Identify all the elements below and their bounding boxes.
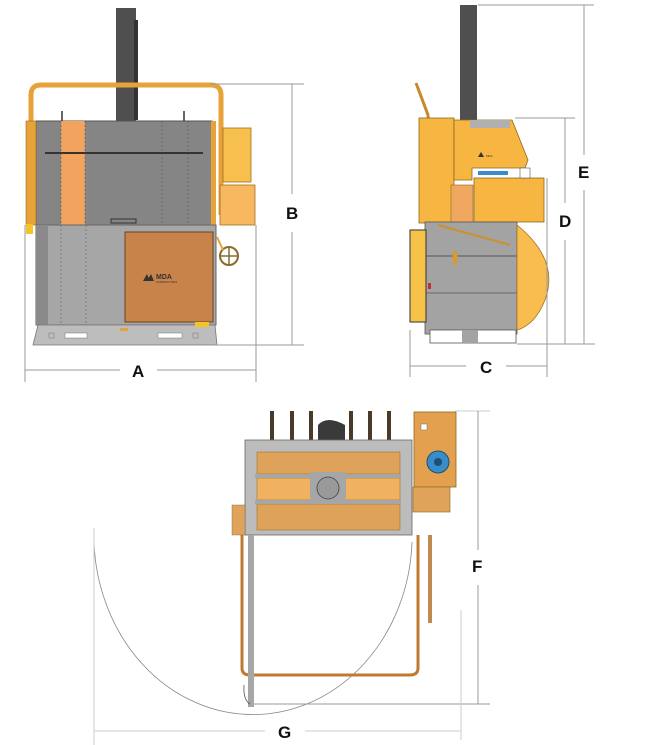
hydraulic-cylinder — [116, 8, 136, 122]
main-cylinder-top — [316, 476, 340, 500]
safety-rail — [28, 82, 224, 215]
motor-housing — [473, 177, 545, 223]
logo-sub: COMPACTORS — [156, 280, 177, 284]
dimension-label-d: D — [559, 212, 571, 231]
logo-brand: MDA — [156, 274, 172, 281]
dimension-label-g: G — [278, 723, 291, 742]
lower-chamber — [424, 221, 518, 335]
side-door — [409, 229, 427, 323]
cylinder-rods — [270, 411, 391, 441]
door-hinge-bar — [248, 535, 254, 707]
hydraulic-cylinder — [460, 5, 477, 120]
power-unit — [219, 184, 256, 226]
dimension-g: G — [93, 528, 462, 745]
mda-logo: MDA COMPACTORS — [143, 274, 177, 284]
dimension-c: C — [409, 178, 548, 377]
loading-door — [124, 231, 214, 323]
dimension-label-c: C — [480, 358, 492, 377]
side-logo: MDA — [486, 154, 493, 158]
front-view: MDA COMPACTORS — [25, 8, 256, 346]
bin-door-frame — [240, 535, 420, 677]
control-box — [222, 127, 252, 183]
dimension-b: B — [210, 83, 304, 346]
dimension-f: F — [254, 410, 490, 705]
dimension-label-f: F — [472, 557, 482, 576]
swing-gate — [516, 224, 550, 331]
dimension-label-a: A — [132, 362, 144, 381]
dimension-label-b: B — [286, 204, 298, 223]
orange-stripe — [61, 121, 85, 225]
dimension-label-e: E — [578, 163, 589, 182]
handwheel — [216, 236, 239, 266]
top-view — [93, 411, 457, 716]
dimension-d: D — [515, 117, 595, 345]
side-view: MDA — [409, 5, 550, 344]
control-box — [413, 411, 457, 488]
upper-housing — [453, 119, 529, 181]
door-swing-arc — [93, 527, 413, 716]
dimension-a: A — [24, 225, 257, 382]
dimension-e: E — [478, 4, 594, 344]
